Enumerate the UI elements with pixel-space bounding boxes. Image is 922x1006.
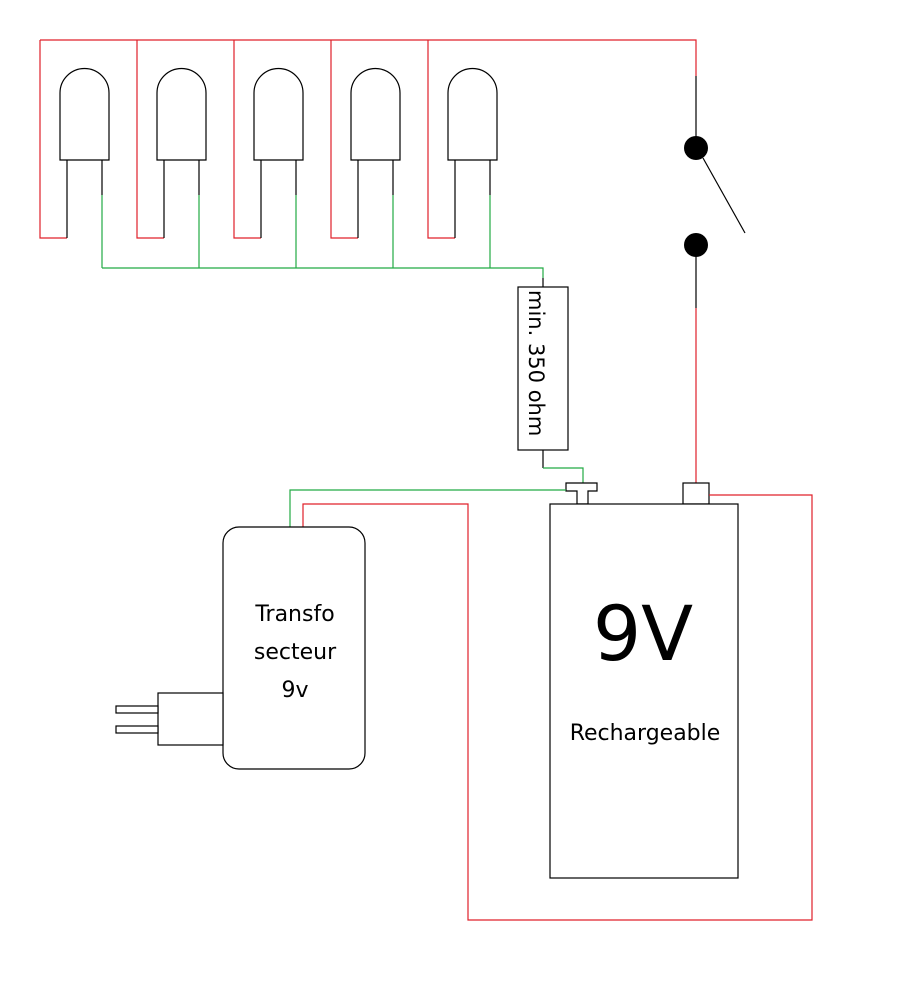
charger-negative-wire (289, 489, 566, 527)
battery-type: Rechargeable (570, 721, 721, 746)
transformer-label-line2: secteur (254, 640, 337, 665)
battery-voltage: 9V (593, 589, 693, 678)
led-anode-wires (39, 40, 455, 239)
positive-top-bus (40, 39, 697, 76)
plug-pin-bottom (115, 725, 159, 734)
battery-positive-terminal (682, 482, 710, 505)
transformer (115, 526, 366, 770)
battery (549, 482, 739, 879)
resistor-label: min. 350 ohm (524, 290, 548, 436)
led-2 (156, 67, 207, 238)
transformer-body (222, 526, 366, 770)
switch (684, 76, 746, 308)
plug-body (157, 692, 224, 746)
led-cathode-bus (101, 195, 544, 278)
transformer-label-line1: Transfo (254, 602, 334, 627)
resistor-to-battery-wire (543, 467, 584, 483)
led-1 (59, 67, 110, 238)
led-5 (447, 67, 498, 238)
charger-positive-wire (302, 494, 813, 921)
plug-pin-top (115, 705, 159, 714)
switch-terminal-top (684, 136, 708, 160)
transformer-label-line3: 9v (281, 678, 308, 703)
led-3 (253, 67, 304, 238)
switch-lever (702, 157, 746, 234)
led-array (59, 67, 498, 238)
led-4 (350, 67, 401, 238)
resistor (517, 286, 569, 451)
battery-body (549, 503, 739, 879)
battery-negative-terminal (565, 482, 598, 505)
